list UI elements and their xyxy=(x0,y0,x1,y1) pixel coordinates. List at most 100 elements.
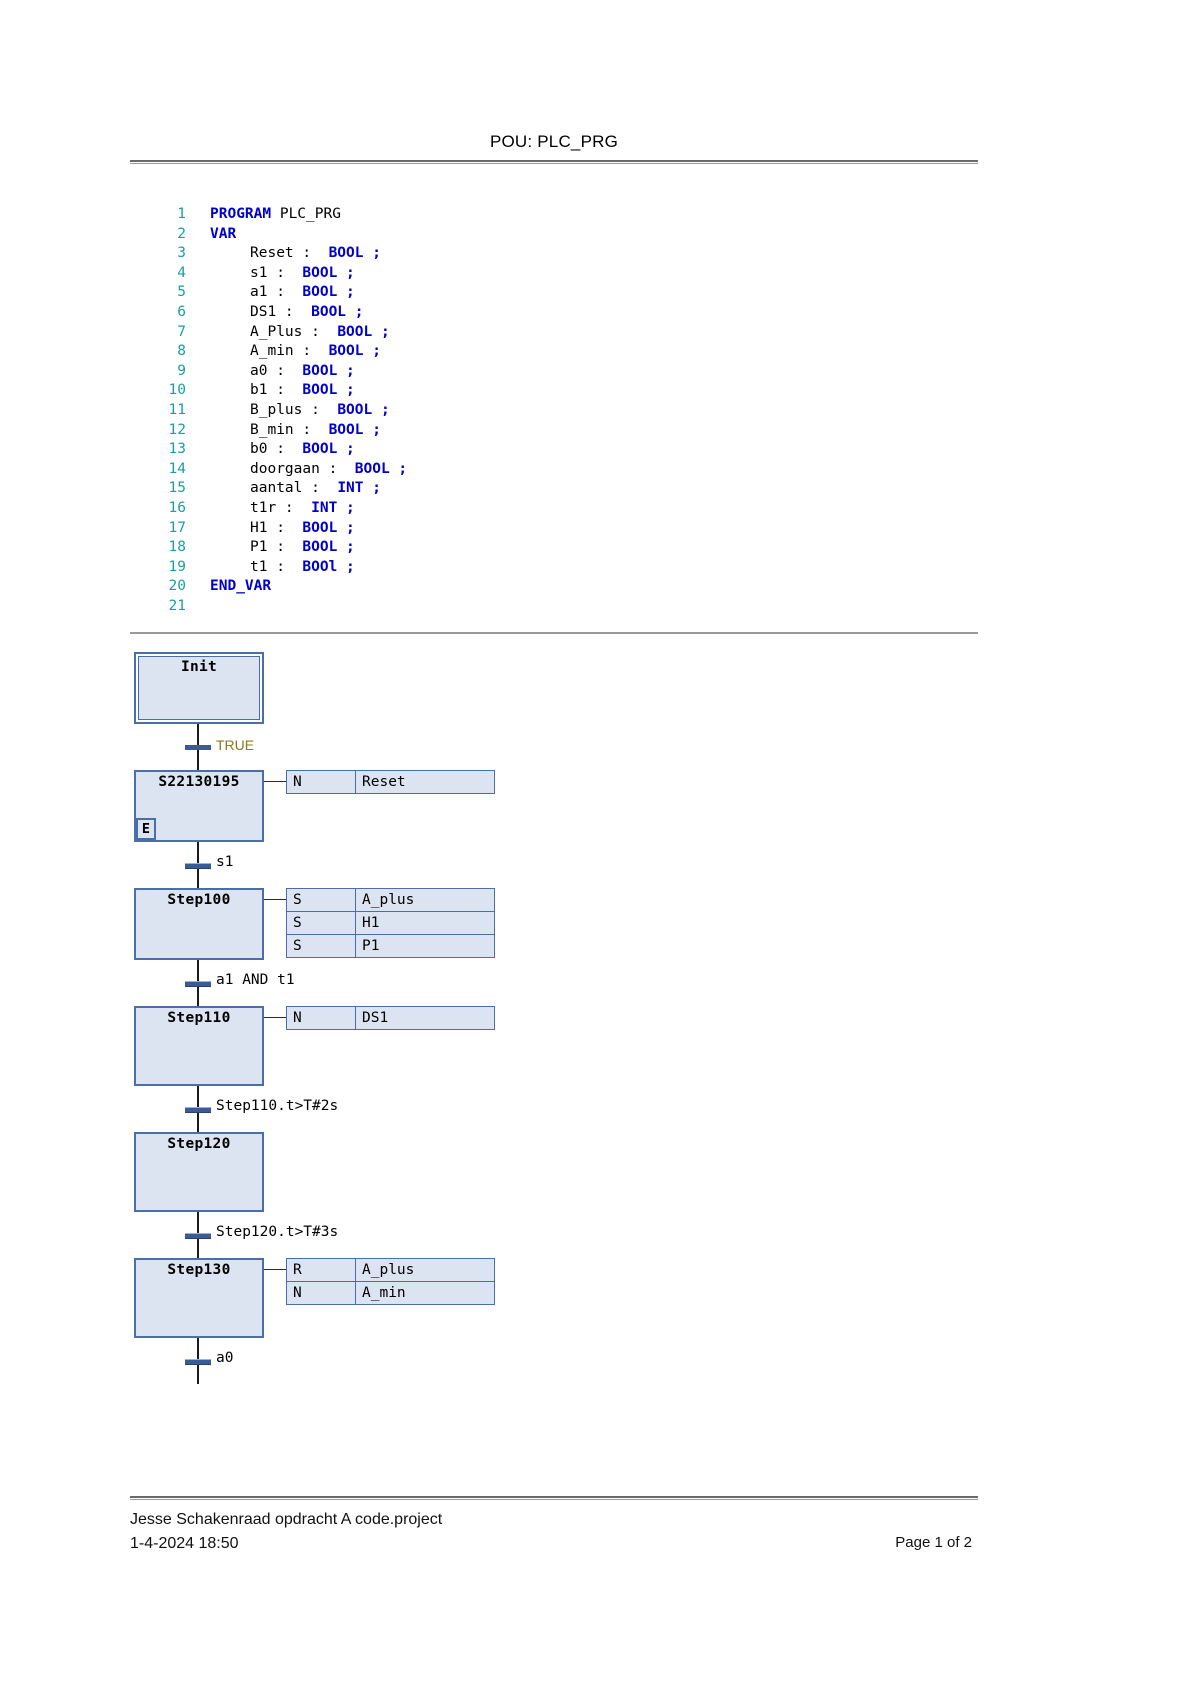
action-qualifier: S xyxy=(286,888,356,912)
action-qualifier: S xyxy=(286,911,356,935)
initial-step-box[interactable]: Init xyxy=(134,652,264,724)
code-text: P1 : BOOL ; xyxy=(186,538,355,558)
code-identifier: B_plus : xyxy=(250,401,338,418)
transition-bar[interactable] xyxy=(185,981,211,987)
code-type: BOOL ; xyxy=(328,421,381,438)
print-timestamp: 1-4-2024 18:50 xyxy=(130,1535,239,1552)
line-number: 15 xyxy=(168,480,186,497)
sfc-transition[interactable]: a1 AND t1 xyxy=(134,960,295,1006)
action-name: P1 xyxy=(355,934,495,958)
code-text: b1 : BOOL ; xyxy=(186,381,355,401)
line-number: 5 xyxy=(177,284,186,301)
line-number: 21 xyxy=(168,597,186,614)
action-qualifier: N xyxy=(286,770,356,794)
code-line: 21 xyxy=(130,597,978,617)
sfc-step[interactable]: Step120 xyxy=(134,1132,994,1212)
transition-bar[interactable] xyxy=(185,1233,211,1239)
step-box[interactable]: Step130 xyxy=(134,1258,264,1338)
sfc-transition[interactable]: s1 xyxy=(134,842,264,888)
code-type: BOOL ; xyxy=(302,284,355,301)
page-title: POU: PLC_PRG xyxy=(489,132,619,151)
line-number: 17 xyxy=(168,519,186,536)
step-name: Step120 xyxy=(167,1136,231,1152)
transition-bar[interactable] xyxy=(185,745,211,750)
code-identifier: B_min : xyxy=(250,421,329,438)
code-identifier: H1 : xyxy=(250,519,303,536)
transition-bar[interactable] xyxy=(185,863,211,869)
sfc-transition[interactable]: a0 xyxy=(134,1338,264,1384)
transition-bar[interactable] xyxy=(185,1107,211,1113)
step-name: Step100 xyxy=(167,892,231,908)
line-number: 6 xyxy=(177,303,186,320)
action-name: A_plus xyxy=(355,888,495,912)
line-number: 11 xyxy=(168,401,186,418)
step-box[interactable]: Step110 xyxy=(134,1006,264,1086)
step-name: Step110 xyxy=(167,1010,231,1026)
code-text: PROGRAM PLC_PRG xyxy=(186,205,341,225)
code-text: VAR xyxy=(186,225,236,245)
code-identifier: s1 : xyxy=(250,264,303,281)
code-keyword: END_VAR xyxy=(210,578,272,595)
transition-condition-label: a0 xyxy=(216,1350,234,1366)
code-type: BOOL ; xyxy=(354,460,408,477)
line-number: 7 xyxy=(177,323,186,340)
code-line: 12 B_min : BOOL ; xyxy=(130,421,978,441)
sfc-transition[interactable]: TRUE xyxy=(134,724,264,770)
sfc-transition[interactable]: Step120.t>T#3s xyxy=(134,1212,338,1258)
code-text: b0 : BOOL ; xyxy=(186,440,355,460)
code-text: a1 : BOOL ; xyxy=(186,283,355,303)
code-identifier: a1 : xyxy=(250,284,303,301)
line-number: 12 xyxy=(168,421,186,438)
action-qualifier: S xyxy=(286,934,356,958)
code-identifier: Reset : xyxy=(250,245,329,262)
step-name: Init xyxy=(180,659,218,675)
code-identifier: A_min : xyxy=(250,343,329,360)
code-text: t1r : INT ; xyxy=(186,499,355,519)
page-header: POU: PLC_PRG xyxy=(130,132,978,164)
sfc-step[interactable]: Init xyxy=(134,652,994,724)
line-number: 8 xyxy=(177,343,186,360)
code-type: BOOL ; xyxy=(328,343,381,360)
transition-condition-label: TRUE xyxy=(216,737,255,753)
step-box[interactable]: Step120 xyxy=(134,1132,264,1212)
code-identifier: DS1 : xyxy=(250,303,312,320)
code-divider xyxy=(130,632,978,634)
code-identifier: PLC_PRG xyxy=(271,206,341,222)
code-identifier: doorgaan : xyxy=(250,460,355,477)
action-name: DS1 xyxy=(355,1006,495,1030)
sfc-transition[interactable]: Step110.t>T#2s xyxy=(134,1086,338,1132)
step-box[interactable]: Step100 xyxy=(134,888,264,960)
code-type: BOOL ; xyxy=(302,264,355,281)
code-type: BOOL ; xyxy=(302,382,355,399)
transition-condition-label: Step110.t>T#2s xyxy=(216,1098,339,1114)
transition-bar[interactable] xyxy=(185,1359,211,1365)
code-type: BOOl ; xyxy=(302,558,355,575)
project-name: Jesse Schakenraad opdracht A code.projec… xyxy=(130,1511,443,1528)
code-identifier: t1 : xyxy=(250,558,303,575)
action-name: H1 xyxy=(355,911,495,935)
code-type: BOOL ; xyxy=(302,519,355,536)
